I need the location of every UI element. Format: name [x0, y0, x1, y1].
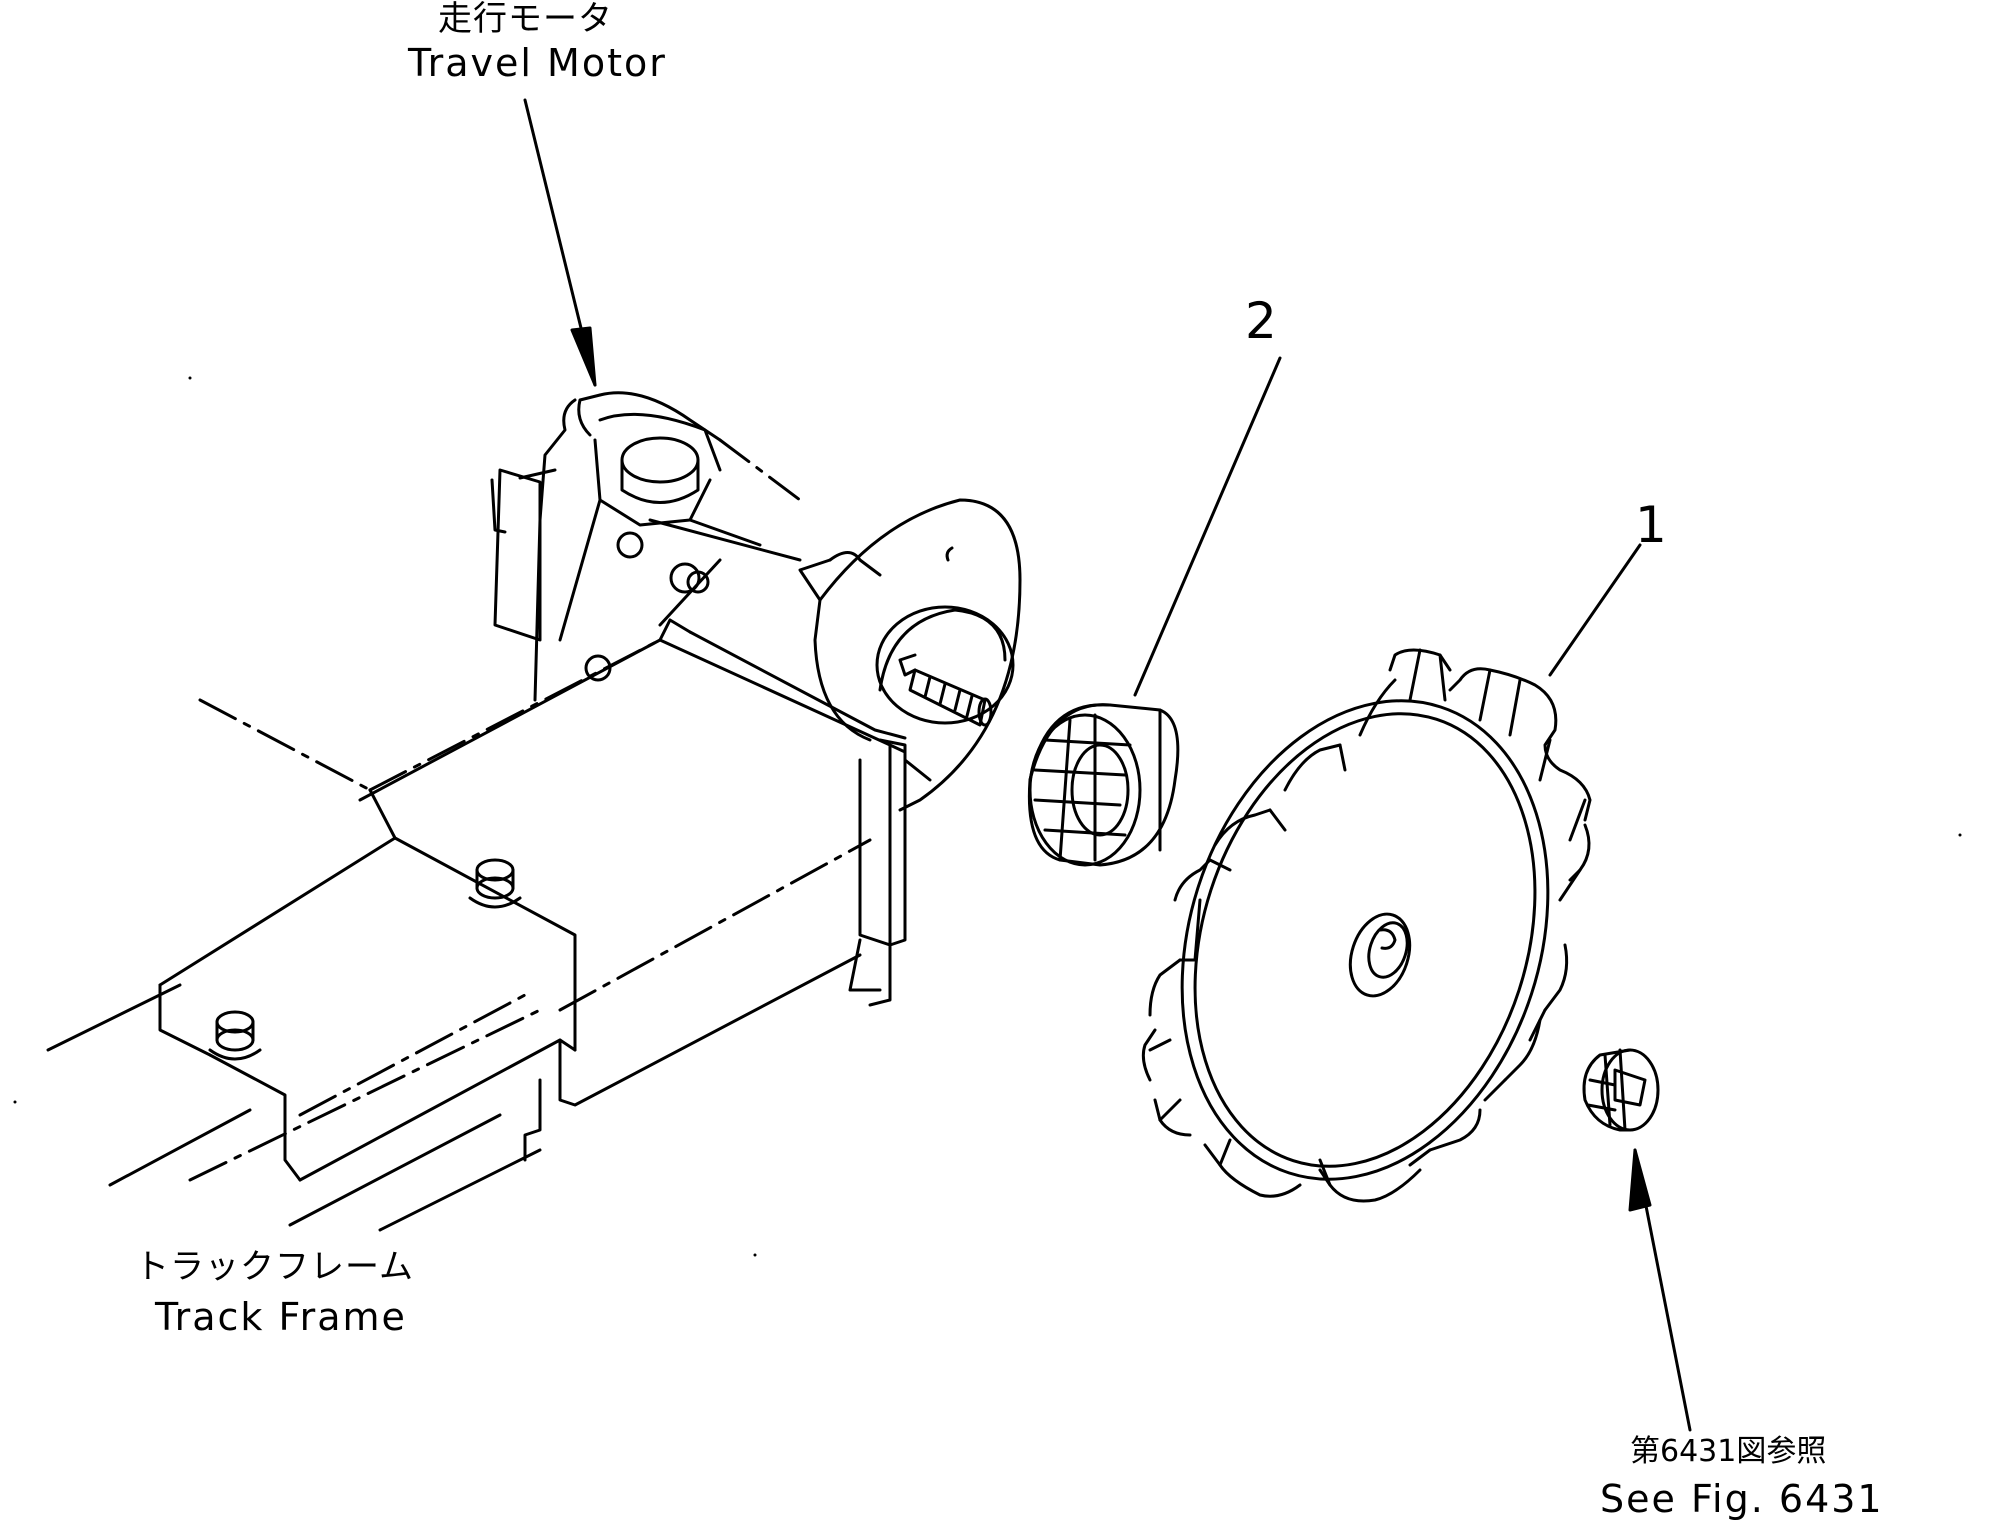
track-frame: [46, 618, 907, 1232]
track-frame-label-jp: トラックフレーム: [135, 1247, 414, 1287]
callout-1-leader: [1548, 543, 1642, 677]
nut-leader: [1628, 1148, 1692, 1432]
callout-2-leader: [1133, 356, 1282, 697]
travel-motor-label-jp: 走行モータ: [438, 0, 613, 39]
callout-2-number: 2: [1245, 292, 1277, 350]
callout-1-number: 1: [1635, 496, 1667, 554]
part-2-collar: [1027, 703, 1180, 867]
travel-motor-label-en: Travel Motor: [408, 41, 667, 85]
travel-motor-leader: [523, 98, 597, 387]
travel-motor: [490, 391, 1022, 812]
reference-label-en: See Fig. 6431: [1600, 1477, 1884, 1521]
castle-nut: [1582, 1048, 1660, 1132]
track-frame-label-en: Track Frame: [155, 1295, 407, 1339]
reference-label-jp: 第6431図参照: [1630, 1434, 1827, 1469]
part-1-sprocket: [1141, 648, 1592, 1203]
